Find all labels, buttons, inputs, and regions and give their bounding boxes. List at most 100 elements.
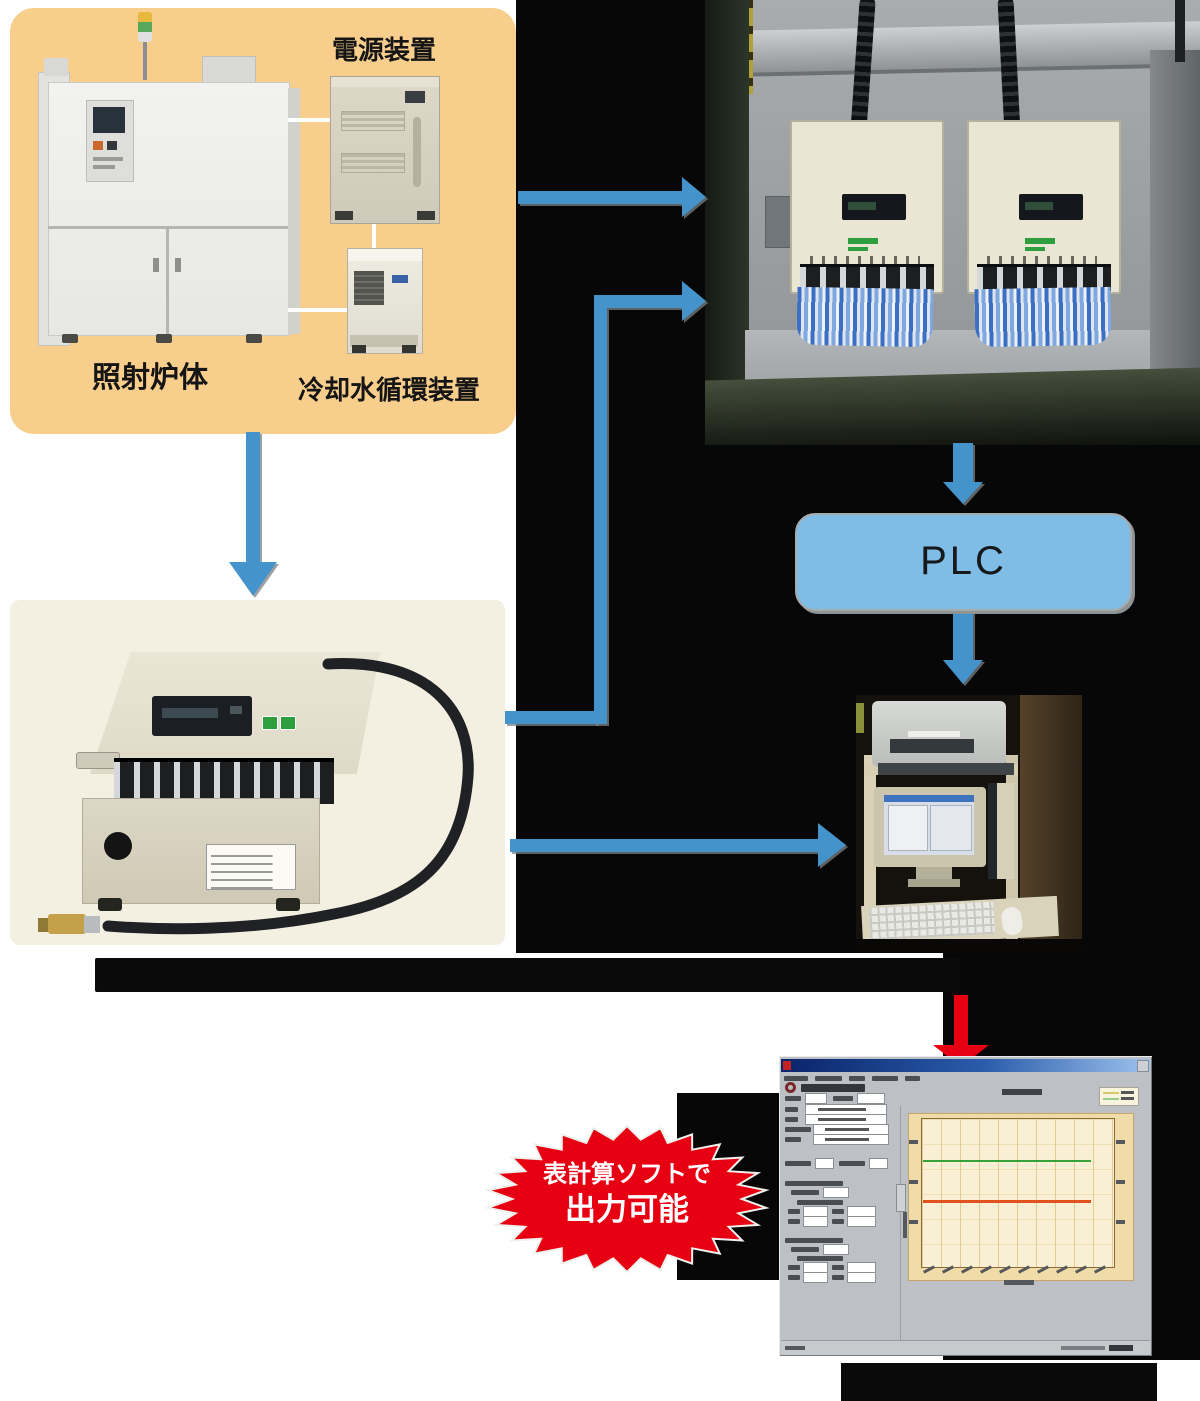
datalogger-port-hole — [104, 832, 132, 860]
arrow-head-right-icon — [682, 281, 706, 321]
control-cabinet-photo — [705, 0, 1200, 445]
legend-swatch-yellow — [1103, 1092, 1119, 1094]
form-field-label-illegible — [791, 1190, 819, 1195]
field-value-illegible — [825, 1128, 870, 1131]
module-terminal-strip — [800, 264, 934, 291]
axis-tick-label-illegible — [1116, 1180, 1125, 1184]
cabinet-rail — [732, 21, 1200, 77]
cabinet-left-frame — [705, 0, 749, 445]
psu-display — [405, 91, 425, 103]
plc-label: PLC — [920, 539, 1007, 583]
display-readout — [162, 708, 218, 718]
chiller-top-strip — [348, 249, 422, 261]
display-digits — [848, 202, 876, 210]
psu-vent — [341, 111, 405, 131]
control-slot — [93, 165, 115, 169]
form-field-label-illegible — [788, 1275, 800, 1280]
datalogger-green-tag — [280, 716, 296, 730]
form-input-box — [805, 1093, 827, 1104]
field-value-illegible — [818, 1108, 866, 1111]
form-input-box — [803, 1272, 828, 1283]
chart-title-illegible — [1002, 1089, 1042, 1095]
furnace-control-panel — [86, 100, 134, 182]
psu-foot — [417, 211, 435, 220]
arrow-shaft — [954, 995, 968, 1047]
form-input-box — [847, 1216, 876, 1227]
furnace-top-box — [44, 58, 68, 76]
form-field-label-illegible — [832, 1275, 844, 1280]
form-field-label-illegible — [833, 1096, 853, 1101]
display-digits — [1025, 202, 1053, 210]
form-input-box — [847, 1272, 876, 1283]
form-section-label-illegible — [785, 1238, 843, 1243]
form-panel — [779, 1056, 900, 1356]
rack-frame-left — [864, 755, 876, 952]
menu-item-illegible — [815, 1076, 842, 1081]
caption-bar-redacted-2 — [841, 1363, 1157, 1401]
datalogger-display — [152, 696, 252, 736]
printer-base-tray — [878, 763, 1014, 775]
chart-line-green — [923, 1160, 1091, 1162]
form-field-label-illegible — [785, 1096, 801, 1101]
computer-rack-photo — [856, 695, 1082, 952]
form-field-label-illegible — [791, 1247, 819, 1252]
module-logo-green — [1025, 238, 1055, 244]
arrow-head-right-icon — [682, 177, 706, 217]
label-power-supply: 電源装置 — [332, 35, 437, 65]
starburst-badge — [484, 1124, 770, 1274]
axis-tick-label-illegible — [1116, 1220, 1125, 1224]
datalogger-label-sticker — [206, 844, 296, 890]
datalogger-terminal-strip — [114, 758, 334, 804]
furnace-photo — [38, 56, 306, 346]
axis-tick-label-illegible — [909, 1180, 918, 1184]
form-input-box — [869, 1158, 888, 1169]
panel-divider — [900, 1106, 901, 1346]
connector-line — [372, 222, 376, 248]
menu-item-illegible — [905, 1076, 920, 1081]
form-field-label-illegible — [785, 1127, 811, 1132]
module-logo-green — [848, 247, 868, 251]
screen-title-bar — [884, 795, 974, 802]
furnace-side-face — [288, 88, 300, 334]
monitor-stand-base — [908, 879, 960, 887]
arrow-head-right-icon — [818, 823, 846, 867]
form-field-label-illegible — [785, 1107, 798, 1112]
chart-legend — [1099, 1087, 1139, 1106]
plc-box: PLC — [795, 513, 1132, 611]
equipment-panel: 電源装置 照射炉体 冷却水循環装置 — [10, 8, 516, 434]
psu-vent — [341, 153, 405, 173]
psu-top-strip — [331, 77, 439, 87]
psu-foot — [335, 211, 353, 220]
form-input-box — [857, 1093, 885, 1104]
software-screenshot-window — [779, 1056, 1152, 1356]
datalogger-green-tag — [262, 716, 278, 730]
form-field-label-illegible — [785, 1161, 811, 1166]
arrow-shaft — [953, 608, 973, 660]
starburst-text: 表計算ソフトで 出力可能 — [466, 1160, 788, 1230]
cabinet-bottom-frame — [705, 367, 1200, 445]
cabinet-right-rod — [1175, 0, 1185, 62]
form-field-label-illegible — [839, 1161, 865, 1166]
copyright-text-illegible — [1061, 1346, 1105, 1350]
menu-item-illegible — [849, 1076, 865, 1081]
monitor-stand — [916, 867, 952, 879]
printer-slot — [890, 739, 974, 753]
arrow-head-down-icon — [943, 660, 983, 684]
axis-tick-label-illegible — [1116, 1140, 1125, 1144]
door-handle — [175, 258, 181, 272]
menu-item-illegible — [872, 1076, 898, 1081]
menu-item-illegible — [784, 1076, 808, 1081]
field-value-illegible — [818, 1118, 866, 1121]
window-title-bar — [781, 1059, 1150, 1072]
module-display — [842, 194, 906, 220]
label-coolant: 冷却水循環装置 — [298, 375, 481, 405]
form-field-label-illegible — [788, 1219, 800, 1224]
monitor-screen — [884, 795, 974, 855]
printer-paper — [908, 731, 960, 737]
legend-swatch-green — [1103, 1098, 1119, 1100]
form-section-label-illegible — [797, 1200, 843, 1205]
controller-module — [967, 120, 1121, 294]
pc-tower-bezel — [988, 783, 997, 879]
datalogger-panel — [10, 600, 505, 945]
